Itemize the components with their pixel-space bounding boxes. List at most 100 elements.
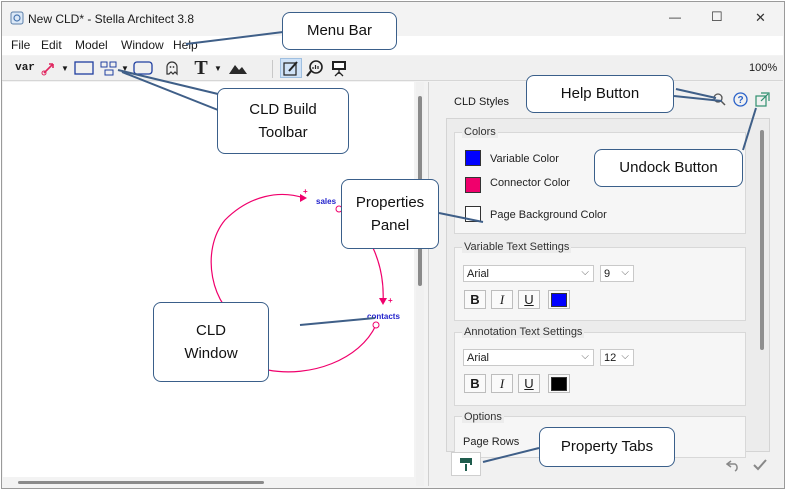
zoom-level[interactable]: 100%: [749, 62, 778, 74]
underline-glyph: U: [524, 292, 534, 307]
chevron-down-icon[interactable]: ▼: [61, 63, 69, 73]
apply-check-icon[interactable]: [752, 458, 768, 475]
annotation-text-settings-label: Annotation Text Settings: [462, 326, 585, 338]
minimize-button[interactable]: —: [669, 10, 681, 24]
variable-color-swatch[interactable]: [465, 150, 481, 166]
chevron-down-icon[interactable]: ▼: [121, 63, 129, 73]
font-value: Arial: [467, 351, 490, 364]
annotation-italic-button[interactable]: I: [491, 374, 513, 393]
annotation-bold-button[interactable]: B: [464, 374, 486, 393]
chevron-down-icon: ⌵: [581, 351, 589, 362]
help-icon[interactable]: ?: [733, 92, 748, 110]
rectangle-icon[interactable]: [73, 58, 95, 78]
svg-text:?: ?: [737, 95, 743, 106]
arrowhead-sales: [300, 194, 307, 202]
text-tool-icon[interactable]: T: [194, 56, 208, 79]
callout-text: Window: [184, 345, 238, 362]
app-icon: [10, 11, 24, 25]
size-value: 9: [604, 267, 611, 280]
callout-text: Toolbar: [258, 124, 308, 141]
menu-file[interactable]: File: [11, 38, 31, 52]
font-value: Arial: [467, 267, 490, 280]
callout-help-button: Help Button: [526, 75, 674, 113]
variable-size-select[interactable]: 9⌵: [600, 265, 634, 282]
window-title: New CLD* - Stella Architect 3.8: [28, 12, 195, 26]
chevron-down-icon: ⌵: [621, 351, 629, 362]
bold-glyph: B: [470, 292, 480, 307]
color-swatch: [551, 292, 567, 307]
menu-help[interactable]: Help: [173, 38, 198, 52]
maximize-button[interactable]: ☐: [711, 9, 723, 24]
menu-edit[interactable]: Edit: [41, 38, 62, 52]
annotation-text-color-button[interactable]: [548, 374, 570, 393]
connector-color-label: Connector Color: [490, 177, 571, 189]
italic-glyph: I: [499, 375, 505, 391]
menu-window[interactable]: Window: [121, 38, 164, 52]
annotation-size-select[interactable]: 12 ⌵: [600, 349, 634, 366]
image-icon[interactable]: [227, 58, 249, 78]
callout-cld-window: CLD Window: [153, 302, 269, 382]
variable-italic-button[interactable]: I: [491, 290, 513, 309]
close-button[interactable]: ✕: [755, 10, 766, 25]
polarity-sign: +: [303, 187, 308, 196]
chevron-down-icon[interactable]: ▼: [214, 63, 222, 73]
callout-undock-button: Undock Button: [594, 149, 743, 187]
connector-icon[interactable]: [40, 58, 58, 78]
edit-mode-icon[interactable]: [280, 58, 302, 78]
variable-tool[interactable]: var: [15, 62, 35, 74]
style-tab-icon[interactable]: [451, 452, 481, 476]
underline-glyph: U: [524, 376, 534, 391]
toolbar-separator: [272, 60, 273, 78]
variable-text-settings-label: Variable Text Settings: [462, 241, 572, 253]
annotation-underline-button[interactable]: U: [518, 374, 540, 393]
callout-text: Property Tabs: [560, 438, 654, 456]
size-value: 12: [604, 351, 617, 364]
callout-text: CLD: [195, 321, 226, 339]
annotation-font-select[interactable]: Arial ⌵: [463, 349, 594, 366]
bold-glyph: B: [470, 376, 480, 391]
polarity-sign: +: [388, 296, 393, 305]
annotation-text-settings-group: [454, 332, 746, 406]
rounded-rectangle-icon[interactable]: [132, 58, 154, 78]
canvas-horizontal-scrollbar[interactable]: [18, 481, 264, 484]
colors-group-label: Colors: [462, 126, 498, 138]
variable-sales[interactable]: sales: [316, 197, 337, 206]
page-background-color-label: Page Background Color: [490, 209, 607, 221]
variable-underline-button[interactable]: U: [518, 290, 540, 309]
loop-analysis-icon[interactable]: [305, 58, 325, 78]
callout-text: Panel: [370, 217, 410, 234]
connector-color-swatch[interactable]: [465, 177, 481, 193]
variable-text-color-button[interactable]: [548, 290, 570, 309]
variable-contacts[interactable]: contacts: [367, 312, 400, 321]
undo-icon[interactable]: [725, 458, 740, 475]
callout-text: Undock Button: [619, 159, 718, 177]
callout-text: Help Button: [560, 85, 640, 103]
color-swatch: [551, 376, 567, 391]
callout-property-tabs: Property Tabs: [539, 427, 675, 467]
menu-model[interactable]: Model: [75, 38, 108, 52]
presentation-icon[interactable]: [329, 58, 349, 78]
variable-font-select[interactable]: Arial ⌵: [463, 265, 594, 282]
options-group-label: Options: [462, 411, 504, 423]
connector-handle: [372, 321, 380, 329]
variable-color-label: Variable Color: [490, 153, 559, 165]
callout-menu-bar: Menu Bar: [282, 12, 397, 50]
page-rows-label: Page Rows: [463, 436, 520, 448]
callout-text: Menu Bar: [306, 22, 373, 40]
arrowhead-contacts: [379, 298, 387, 305]
chevron-down-icon: ⌵: [581, 267, 589, 278]
panel-scrollbar-thumb[interactable]: [760, 130, 764, 350]
variable-bold-button[interactable]: B: [464, 290, 486, 309]
chevron-down-icon: ⌵: [621, 267, 629, 278]
ghost-icon[interactable]: [162, 58, 182, 78]
loop-group-icon[interactable]: [99, 58, 119, 78]
page-background-color-swatch[interactable]: [465, 206, 481, 222]
callout-text: CLD Build: [249, 100, 317, 118]
undock-icon[interactable]: [755, 92, 770, 110]
italic-glyph: I: [499, 291, 505, 307]
panel-title: CLD Styles: [454, 96, 510, 108]
callout-text: Properties: [355, 193, 425, 211]
